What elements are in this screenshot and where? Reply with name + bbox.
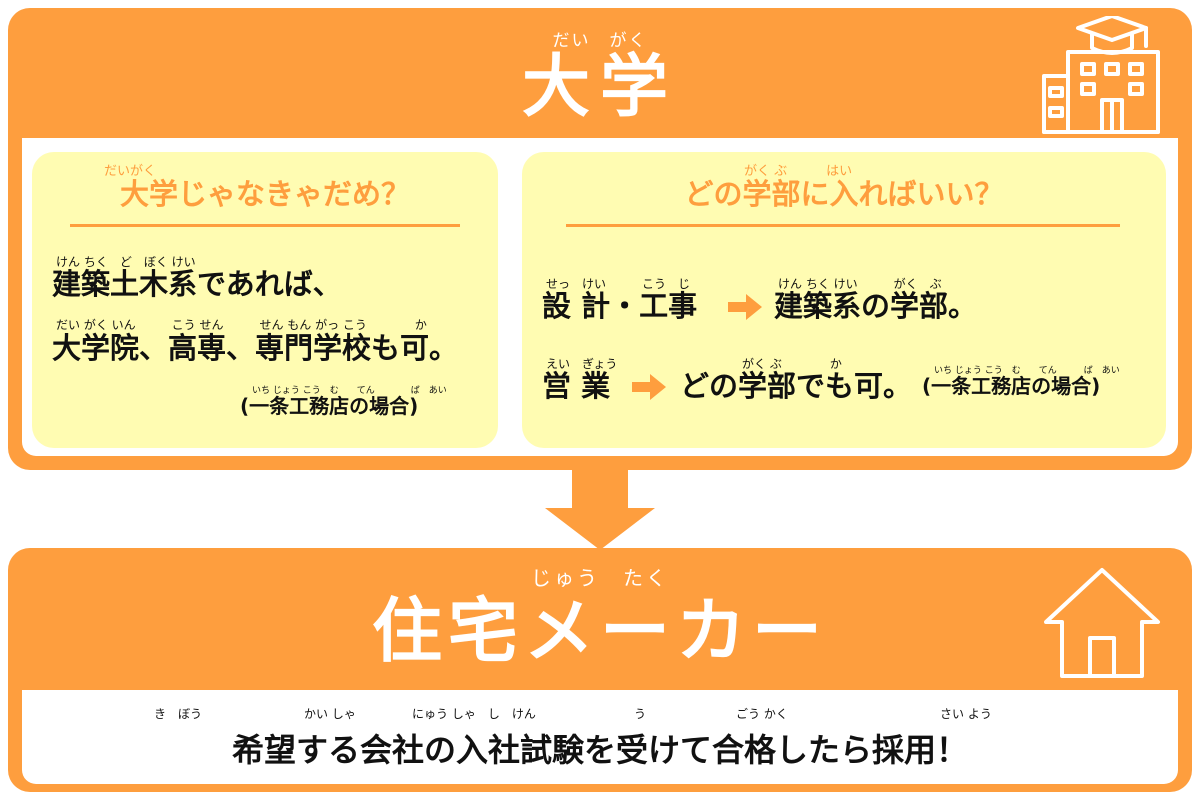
right-heading-rule <box>566 224 1120 227</box>
house-icon <box>1044 568 1160 678</box>
left-line1-ruby: けん ちく ど ぼく けい <box>56 255 196 269</box>
right-arrow-icon <box>632 374 666 400</box>
ruby-goukaku: ごう かく <box>736 707 788 721</box>
left-panel-heading: 大学じゃなきゃだめ？ <box>119 177 410 211</box>
university-building-icon <box>1042 16 1160 134</box>
right-row2-note: (一条工務店の場合) <box>922 374 1101 398</box>
ruby-kibou: き ぼう <box>154 707 203 721</box>
right-row1-right: 建築系の学部。 <box>774 289 978 323</box>
ruby-saiyou: さい よう <box>940 707 992 721</box>
ruby-u: う <box>634 707 647 721</box>
left-line1: 建築土木系であれば、 <box>52 267 342 301</box>
right-row1-left-ruby: せっ けい こう じ <box>546 277 691 291</box>
house-maker-title-ruby: じゅう たく <box>531 566 669 590</box>
right-arrow-icon <box>728 294 762 320</box>
university-title: 大学 <box>521 48 678 127</box>
right-row2-left-ruby: えい ぎょう <box>546 357 618 371</box>
panel-faculty-choice <box>522 152 1166 448</box>
left-note-ruby: いち じょう こう む てん ば あい <box>252 386 447 396</box>
right-panel-heading: どの学部に入ればいい？ <box>684 177 1004 211</box>
ruby-kaisha: かい しゃ <box>304 707 356 721</box>
right-row1-left: 設 計・工事 <box>542 289 698 323</box>
house-maker-title: 住宅メーカー <box>372 590 828 672</box>
right-row2-left: 営 業 <box>542 369 611 403</box>
right-row2-right: どの学部でも可。 <box>680 369 913 403</box>
left-line2-ruby: だい がく いん こう せん せん もん がっ こう か <box>56 318 427 332</box>
right-heading-ruby: がく ぶ はい <box>744 164 853 179</box>
left-note: (一条工務店の場合) <box>240 394 419 418</box>
right-row2-right-ruby: がく ぶ か <box>742 357 842 371</box>
right-row1-right-ruby: けん ちく けい がく ぶ <box>778 277 942 291</box>
house-maker-content-area <box>22 690 1178 784</box>
left-heading-ruby: だいがく <box>104 164 157 179</box>
university-title-ruby: だい がく <box>552 31 648 51</box>
ruby-nyusha-shiken: にゅう しゃ し けん <box>412 707 536 721</box>
panel-university-requirement <box>32 152 498 448</box>
bottom-text: 希望する会社の入社試験を受けて合格したら採用！ <box>231 731 968 769</box>
left-heading-rule <box>70 224 460 227</box>
down-arrow-icon <box>545 470 655 550</box>
left-line2: 大学院、高専、専門学校も可。 <box>52 331 459 365</box>
right-row2-note-ruby: いち じょう こう む てん ば あい <box>934 366 1120 376</box>
